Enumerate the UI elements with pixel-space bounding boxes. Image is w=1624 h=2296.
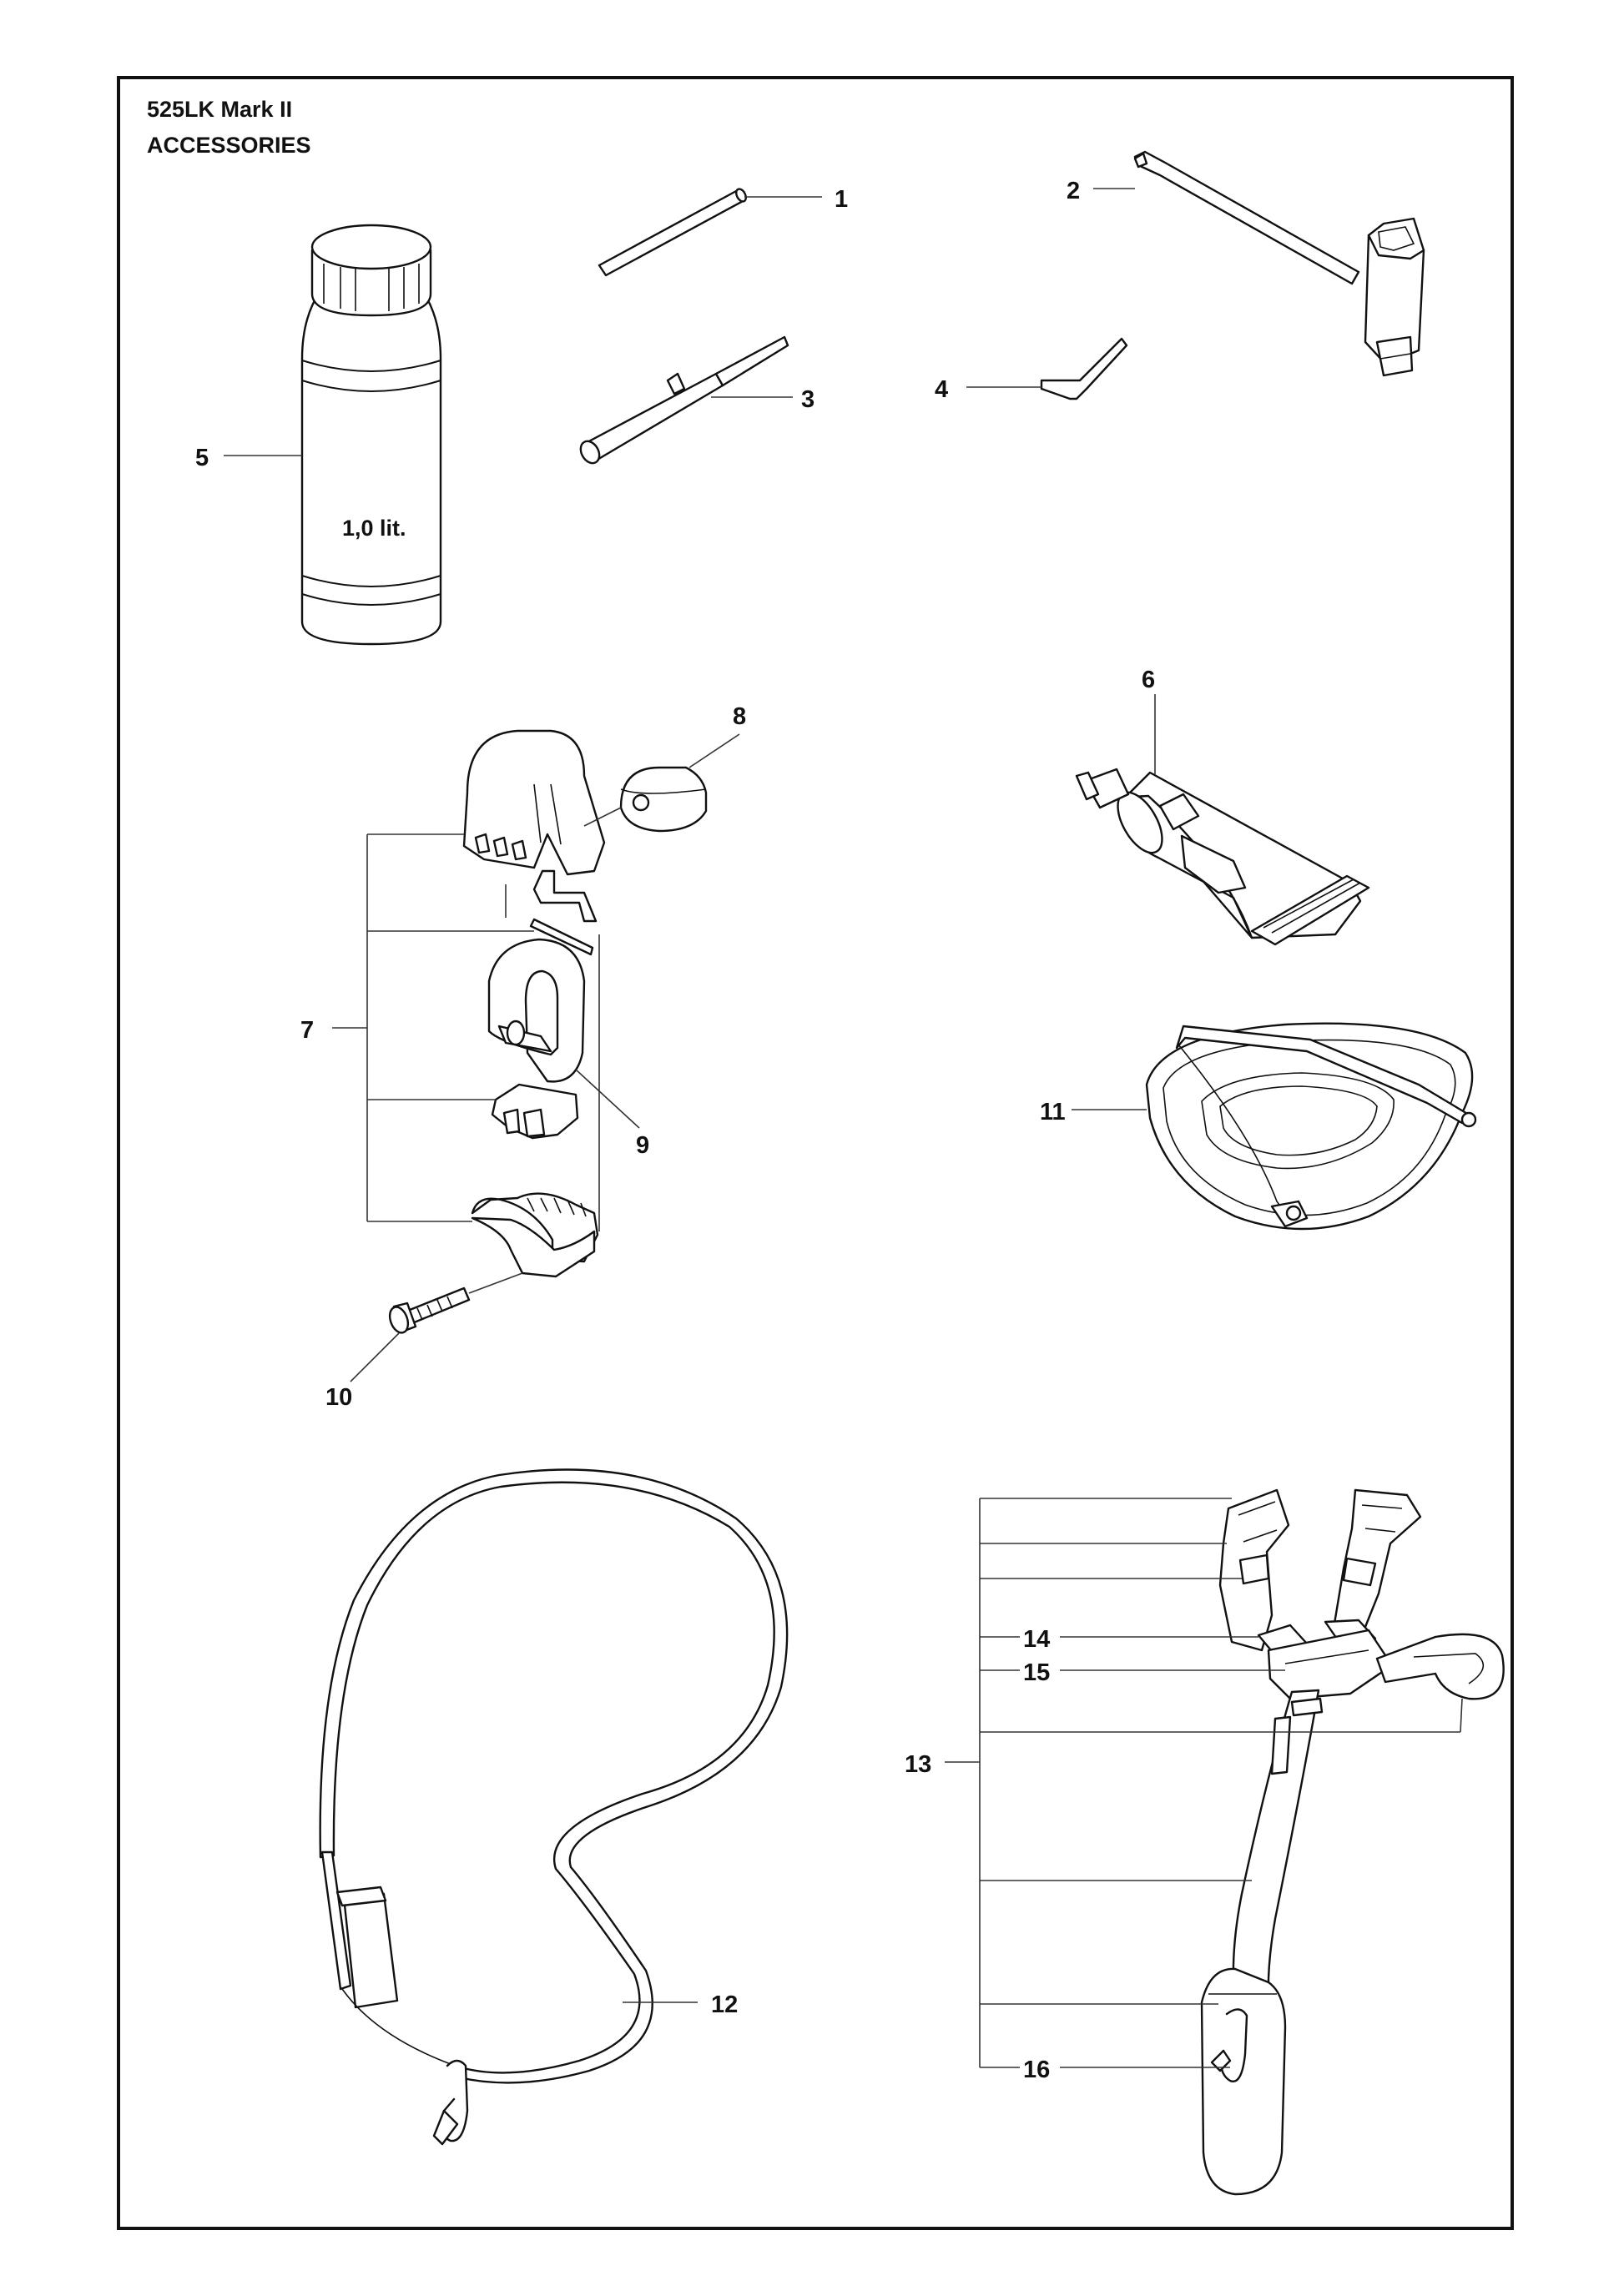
callout-1: 1 xyxy=(835,186,848,213)
callout-7: 7 xyxy=(300,1017,314,1044)
section-title: ACCESSORIES xyxy=(147,133,311,158)
part-3-tool xyxy=(579,335,793,465)
callout-9: 9 xyxy=(636,1132,649,1159)
callout-12: 12 xyxy=(711,1991,738,2018)
callout-2: 2 xyxy=(1067,178,1080,204)
part-1-rod xyxy=(598,188,822,277)
part-6-grease-tube xyxy=(1075,694,1370,946)
callout-16: 16 xyxy=(1023,2057,1050,2083)
callout-11: 11 xyxy=(1040,1099,1066,1125)
part-11-hip-pad xyxy=(1072,1022,1477,1231)
callout-14: 14 xyxy=(1023,1626,1050,1653)
callout-4: 4 xyxy=(935,376,948,403)
callout-13: 13 xyxy=(905,1751,931,1778)
model-title: 525LK Mark II xyxy=(147,97,293,122)
callout-10: 10 xyxy=(325,1384,352,1411)
part-8-nut xyxy=(583,733,740,833)
callout-3: 3 xyxy=(801,386,815,413)
part-4-hex-key xyxy=(966,337,1128,400)
callout-5: 5 xyxy=(195,445,209,471)
leader-9 xyxy=(575,1069,640,1129)
part-5-oil-bottle xyxy=(224,224,442,646)
part-2-spanner xyxy=(1093,150,1425,377)
callout-8: 8 xyxy=(733,703,746,730)
callout-6: 6 xyxy=(1142,667,1155,693)
callout-15: 15 xyxy=(1023,1659,1050,1686)
bottle-volume-label: 1,0 lit. xyxy=(342,516,406,541)
part-13-harness xyxy=(945,1488,1505,2196)
part-10-screw xyxy=(350,1272,523,1382)
page-frame xyxy=(117,76,1514,2230)
part-7-bracket-assembly xyxy=(332,729,606,1278)
part-12-strap xyxy=(319,1468,789,2146)
